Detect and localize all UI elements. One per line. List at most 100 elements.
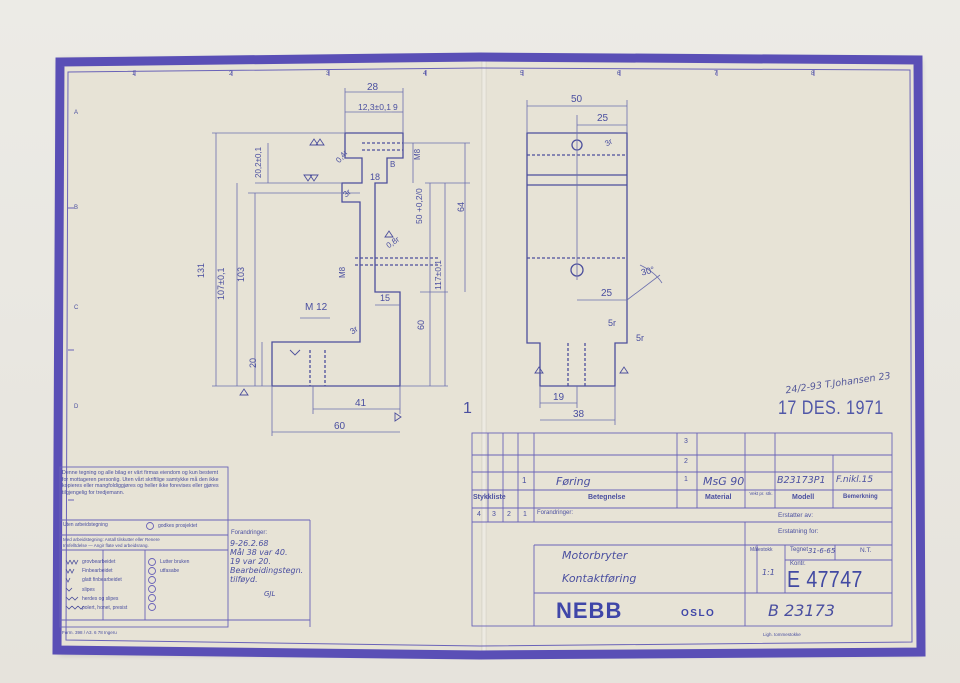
notice-line-2: Med arbeidstegning: Antall tilskutter el… [63, 537, 160, 542]
dim-50-front: 50 [571, 94, 583, 105]
notice-line-3: Innfelltdelse — Angir flate ved arbeidsr… [63, 543, 149, 548]
dim-103: 103 [236, 266, 246, 282]
dim-m8-mid: M8 [338, 266, 347, 278]
col-number-3: 3 [492, 511, 496, 518]
change-initials: GJL [264, 590, 276, 598]
grid-number-5: 5 [520, 71, 524, 77]
dim-25-bottom: 25 [601, 288, 613, 299]
dim-28: 28 [367, 82, 379, 93]
parts-row-1-note: F.nikl.15 [836, 475, 874, 485]
malestokk-label: Målestokk [750, 547, 773, 553]
title-line-2: Kontaktføring [562, 572, 637, 585]
header-modell: Modell [792, 494, 815, 501]
dim-60-horizontal: 60 [334, 421, 346, 432]
side-view [271, 132, 440, 387]
grid-letter-a: A [74, 110, 79, 116]
kontr-label: Kontr. [790, 561, 806, 567]
header-bemerkning: Bemerkning [843, 494, 878, 500]
title-line-1: Motorbryter [562, 549, 628, 562]
inner-border [65, 67, 913, 647]
legend-right-2: utfasabe [160, 568, 180, 574]
parts-row-1-material: MsG 90 [703, 475, 745, 488]
date-stamp: 17 DES. 1971 [778, 398, 884, 419]
grid-letter-c: C [74, 305, 79, 311]
dim-131: 131 [196, 262, 206, 278]
dim-20: 20 [248, 357, 258, 368]
nt-label: N.T. [860, 547, 872, 554]
grid-number-8: 8 [811, 71, 815, 77]
legend-item-5: herdes og slipes [82, 596, 119, 602]
drawing-sheet [58, 57, 922, 653]
header-betegnelse: Betegnelse [588, 494, 626, 501]
parts-row-1-qty: 1 [522, 476, 527, 485]
notice-grid [59, 466, 311, 628]
title-block-grid [471, 432, 893, 627]
side-dimension-lines [212, 88, 470, 436]
dim-64: 64 [456, 201, 466, 212]
notice-line-1: Uten arbeidstegning [63, 522, 108, 528]
title-footer-small: Ligh. tommestokke [763, 632, 801, 637]
grid-letter-d: D [74, 404, 79, 410]
part-number: B 23173 [768, 601, 835, 620]
changes-label: Forandringer: [231, 530, 268, 536]
dim-107: 107±0,1 [216, 267, 226, 300]
col-number-2: 2 [507, 511, 511, 518]
grid-letter-b: B [74, 205, 79, 211]
front-dimension-lines [526, 100, 663, 425]
parts-row-2-pos: 2 [684, 458, 688, 465]
parts-row-1-name: Føring [556, 475, 591, 488]
legend-item-2: Finbearbeidet [82, 568, 113, 574]
dim-117: 117±0,1 [433, 259, 443, 290]
grid-ticks [68, 70, 815, 501]
grid-number-1: 1 [132, 71, 136, 77]
parts-row-1-model: B23173P1 [777, 475, 826, 486]
dim-41: 41 [355, 398, 367, 409]
grid-number-3: 3 [326, 71, 330, 77]
view-number: 1 [463, 400, 472, 417]
drawing-number: E 47747 [787, 566, 863, 592]
col-number-1: 1 [523, 511, 527, 518]
header-vekt: Vekt pr. stk. [749, 491, 773, 496]
col-number-4: 4 [477, 511, 481, 518]
change-line-5: tilføyd. [230, 575, 258, 584]
outer-border [52, 52, 926, 660]
parts-row-3-pos: 3 [684, 438, 688, 445]
grid-number-7: 7 [714, 71, 718, 77]
dim-20-2: 20,2±0,1 [254, 146, 263, 178]
form-footer: Form. 398 / A3. 6 78 Ingeru [62, 630, 117, 635]
dim-50: 50 +0,2/0 [414, 188, 424, 224]
dim-19: 19 [553, 392, 565, 403]
tegnet-label: Tegnet [790, 547, 809, 553]
change-line-3: 19 var 20. [230, 557, 271, 566]
change-line-1: 9-26.2.68 [230, 539, 269, 548]
dim-15: 15 [380, 293, 391, 303]
company-logo: NEBB [556, 598, 623, 623]
header-material: Material [705, 494, 732, 501]
company-city: OSLO [681, 608, 716, 619]
dim-5r-inner: 5r [608, 318, 617, 328]
front-surface-marks [534, 366, 629, 374]
grid-number-4: 4 [423, 71, 427, 77]
legend-item-1: grovbearbeidet [82, 559, 116, 565]
tegnet-value: 31-6-65 [808, 547, 836, 555]
dim-60-vertical: 60 [416, 319, 426, 330]
dim-12-3: 12,3±0,1 [358, 102, 392, 112]
title-forandringer-label: Forandringer: [537, 510, 574, 516]
grid-number-2: 2 [229, 71, 233, 77]
dim-m12: M 12 [305, 302, 328, 313]
legend-item-3: glatt finbearbeidet [82, 577, 122, 583]
dim-25-top: 25 [597, 113, 609, 124]
legend-symbols [65, 559, 85, 610]
dim-b: B [390, 160, 396, 169]
erstatning-label: Erstatning for: [778, 528, 819, 535]
parts-row-1-pos: 1 [684, 476, 688, 483]
header-stykkliste: Stykkliste [473, 494, 506, 501]
surface-marks [239, 138, 402, 422]
legend-item-4: slipes [82, 587, 95, 593]
copyright-notice: Denne tegning og alle bilag er vårt firm… [62, 470, 219, 496]
legend-item-6: polert, honet, presist [82, 605, 128, 611]
dim-38: 38 [573, 409, 585, 420]
change-line-4: Bearbeidingstegn. [230, 566, 304, 575]
